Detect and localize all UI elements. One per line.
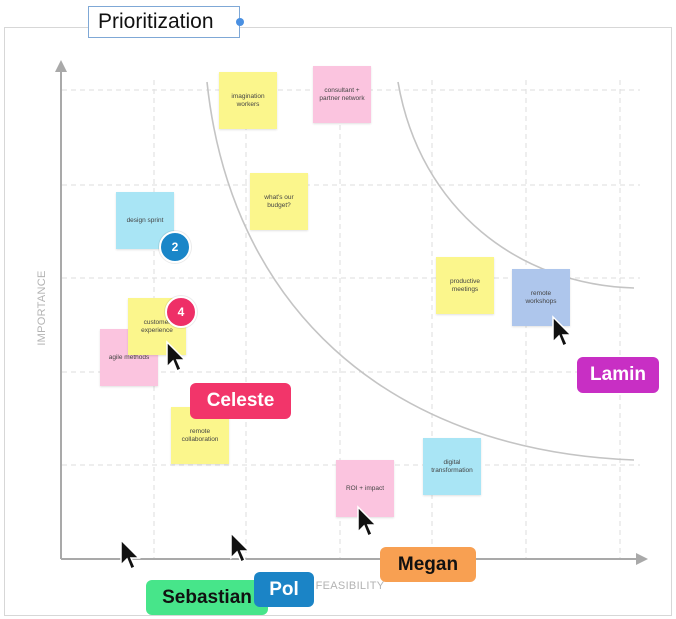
cursor-arrow-icon: [230, 531, 251, 564]
cursor-arrow-icon: [357, 505, 378, 538]
sticky-note-text: digital transformation: [431, 458, 473, 474]
sticky-note-text: customer experience: [141, 318, 173, 334]
sticky-note-consultant-partner-network[interactable]: consultant + partner network: [313, 66, 371, 123]
vote-count-badge: 2: [159, 231, 191, 263]
sticky-note-roi-impact[interactable]: ROI + impact: [336, 460, 394, 517]
collaborator-tag-lamin: Lamin: [577, 357, 659, 393]
resize-handle[interactable]: [236, 18, 244, 26]
collaborator-tag-celeste: Celeste: [190, 383, 291, 419]
board-title[interactable]: Prioritization: [88, 6, 240, 38]
board-title-text: Prioritization: [98, 10, 214, 33]
sticky-note-digital-transformation[interactable]: digital transformation: [423, 438, 481, 495]
sticky-note-text: productive meetings: [450, 277, 480, 293]
sticky-note-productive-meetings[interactable]: productive meetings: [436, 257, 494, 314]
sticky-note-text: agile methods: [108, 353, 150, 361]
sticky-note-whats-our-budget[interactable]: what's our budget?: [250, 173, 308, 230]
sticky-note-text: imagination workers: [231, 92, 265, 108]
cursor-arrow-icon: [166, 340, 187, 373]
cursor-arrow-icon: [552, 315, 573, 348]
sticky-note-text: remote workshops: [525, 289, 557, 305]
sticky-note-text: remote collaboration: [181, 427, 219, 443]
sticky-note-imagination-workers[interactable]: imagination workers: [219, 72, 277, 129]
cursor-arrow-icon: [120, 538, 141, 571]
sticky-note-text: consultant + partner network: [319, 86, 365, 102]
vote-count-badge: 4: [165, 296, 197, 328]
sticky-note-text: what's our budget?: [264, 193, 294, 209]
collaborator-tag-sebastian: Sebastian: [146, 580, 268, 615]
sticky-note-remote-workshops[interactable]: remote workshops: [512, 269, 570, 326]
x-axis-label: FEASIBILITY: [315, 580, 385, 592]
sticky-note-text: ROI + impact: [345, 484, 385, 492]
y-axis-label: IMPORTANCE: [36, 270, 48, 346]
sticky-note-text: design sprint: [126, 216, 164, 224]
collaborator-tag-megan: Megan: [380, 547, 476, 582]
collaborator-tag-pol: Pol: [254, 572, 314, 607]
